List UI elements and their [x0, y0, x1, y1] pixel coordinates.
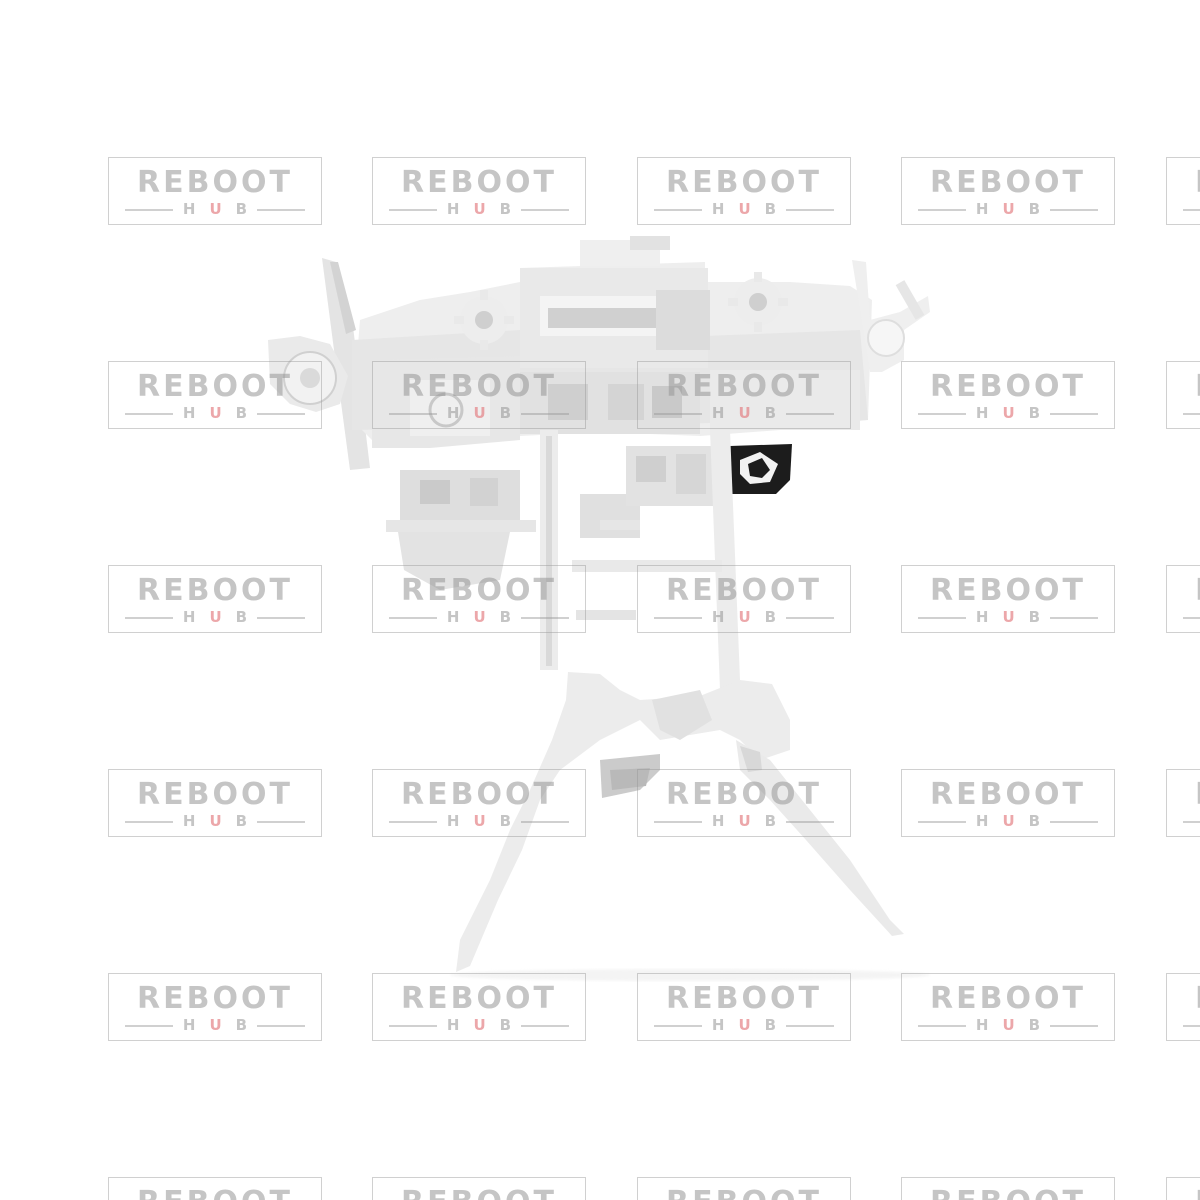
left-round-knob — [268, 336, 348, 412]
center-posts — [540, 430, 740, 690]
right-end-tab — [852, 260, 930, 372]
right-gear — [728, 272, 788, 332]
dark-label-sticker — [730, 444, 792, 494]
upper-body — [352, 236, 872, 448]
lower-legs — [456, 672, 904, 972]
middle-mechanism — [386, 446, 716, 590]
left-gear — [454, 290, 514, 350]
